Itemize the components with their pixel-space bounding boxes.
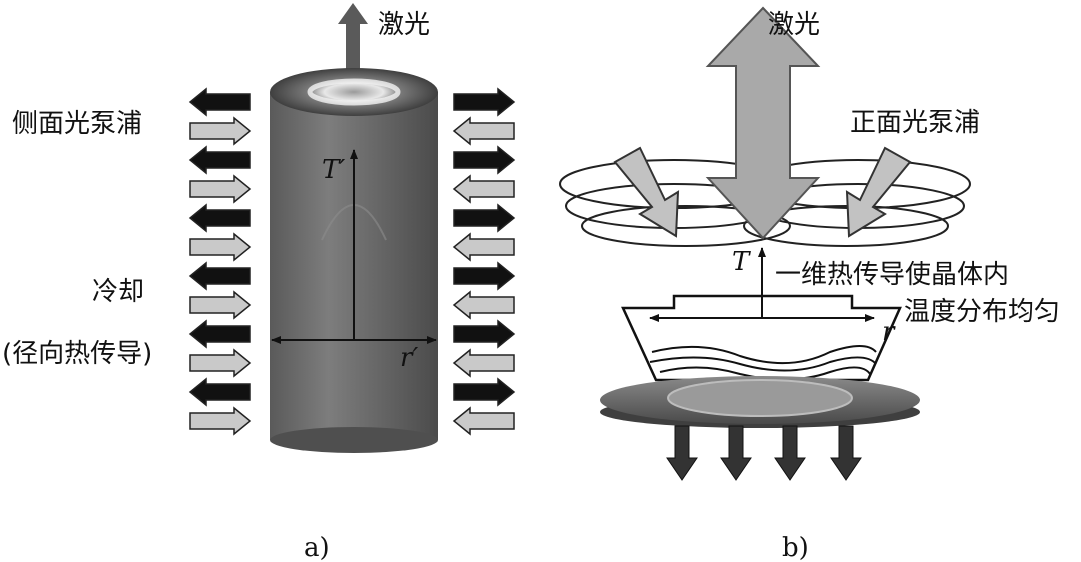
conduction-note-line1: 一维热传导使晶体内	[775, 260, 1009, 290]
heat-out-arrow	[830, 425, 862, 481]
face-pump-arrow-right	[845, 146, 912, 238]
cooling-arrow-left	[188, 203, 251, 233]
pump-arrow-left	[189, 290, 252, 320]
pump-arrow-right	[452, 406, 515, 436]
pump-arrow-left	[189, 232, 252, 262]
radial-conduction-label: (径向热传导)	[2, 339, 152, 369]
laser-double-arrow	[705, 6, 821, 240]
heat-out-arrow	[720, 425, 752, 481]
r-label: r	[882, 317, 896, 347]
cooling-arrow-right	[453, 377, 516, 407]
heat-out-arrow	[774, 425, 806, 481]
right-pump-arrows	[452, 87, 516, 436]
t-prime-label: T′	[322, 155, 345, 185]
cooling-arrow-right	[453, 261, 516, 291]
cooling-label: 冷却	[92, 277, 144, 307]
cooling-arrow-left	[188, 261, 251, 291]
cooling-arrow-right	[453, 319, 516, 349]
cooling-arrow-left	[188, 87, 251, 117]
laser-label-b: 激光	[768, 10, 820, 40]
pump-arrow-right	[452, 348, 515, 378]
side-pump-label: 侧面光泵浦	[12, 109, 142, 139]
caption-a: a)	[304, 533, 330, 562]
t-label: T	[732, 247, 751, 277]
pump-arrow-left	[189, 348, 252, 378]
pump-arrow-left	[189, 116, 252, 146]
laser-label: 激光	[378, 10, 430, 40]
thin-disk-crystal	[600, 376, 920, 428]
cooling-arrow-right	[453, 145, 516, 175]
panel-a: 激光 T′ r′ 侧面光泵浦 冷却 (径向热传导) a)	[2, 3, 516, 562]
r-prime-label: r′	[400, 343, 418, 373]
heat-sink-arrows	[666, 425, 862, 481]
face-pump-label: 正面光泵浦	[850, 108, 980, 138]
pump-arrow-right	[452, 174, 515, 204]
panel-b: 激光 正面光泵浦 T r 一维热传导使晶体内 温度分布均匀 b)	[559, 6, 1060, 562]
pump-arrow-left	[189, 406, 252, 436]
pump-arrow-right	[452, 116, 515, 146]
cooling-arrow-right	[453, 203, 516, 233]
face-pump-arrow-left	[613, 146, 680, 238]
pump-arrow-left	[189, 174, 252, 204]
cooling-arrow-left	[188, 319, 251, 349]
cooling-arrow-left	[188, 377, 251, 407]
heat-out-arrow	[666, 425, 698, 481]
conduction-note-line2: 温度分布均匀	[904, 297, 1060, 327]
caption-b: b)	[782, 533, 809, 562]
left-pump-arrows	[188, 87, 252, 436]
cooling-arrow-left	[188, 145, 251, 175]
cooling-arrow-right	[453, 87, 516, 117]
pump-arrow-right	[452, 290, 515, 320]
laser-output-arrow	[338, 3, 368, 74]
pump-arrow-right	[452, 232, 515, 262]
